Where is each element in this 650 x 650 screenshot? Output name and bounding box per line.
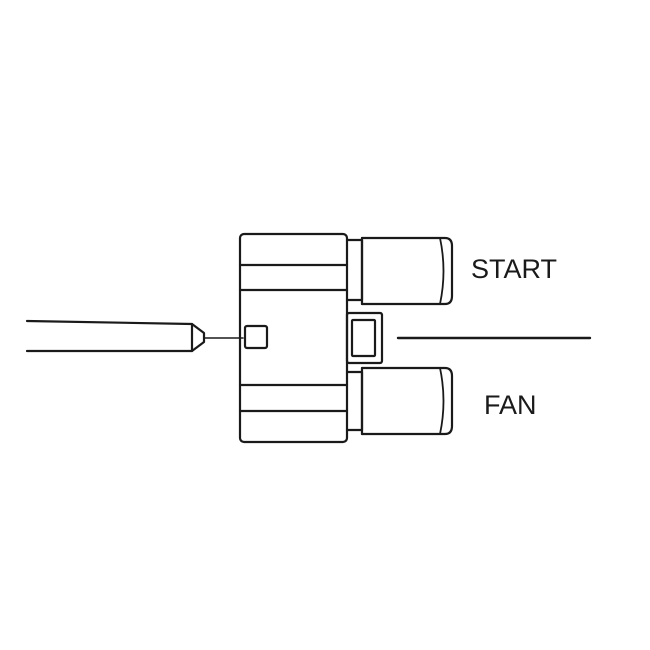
start-terminal bbox=[345, 236, 454, 306]
locking-tab bbox=[243, 324, 269, 350]
fan-label: FAN bbox=[484, 390, 537, 420]
fan-terminal bbox=[345, 366, 454, 436]
center-spade-terminal bbox=[345, 311, 384, 365]
lead-wire bbox=[25, 319, 244, 353]
start-label: START bbox=[471, 254, 558, 284]
connector-housing bbox=[238, 232, 349, 444]
